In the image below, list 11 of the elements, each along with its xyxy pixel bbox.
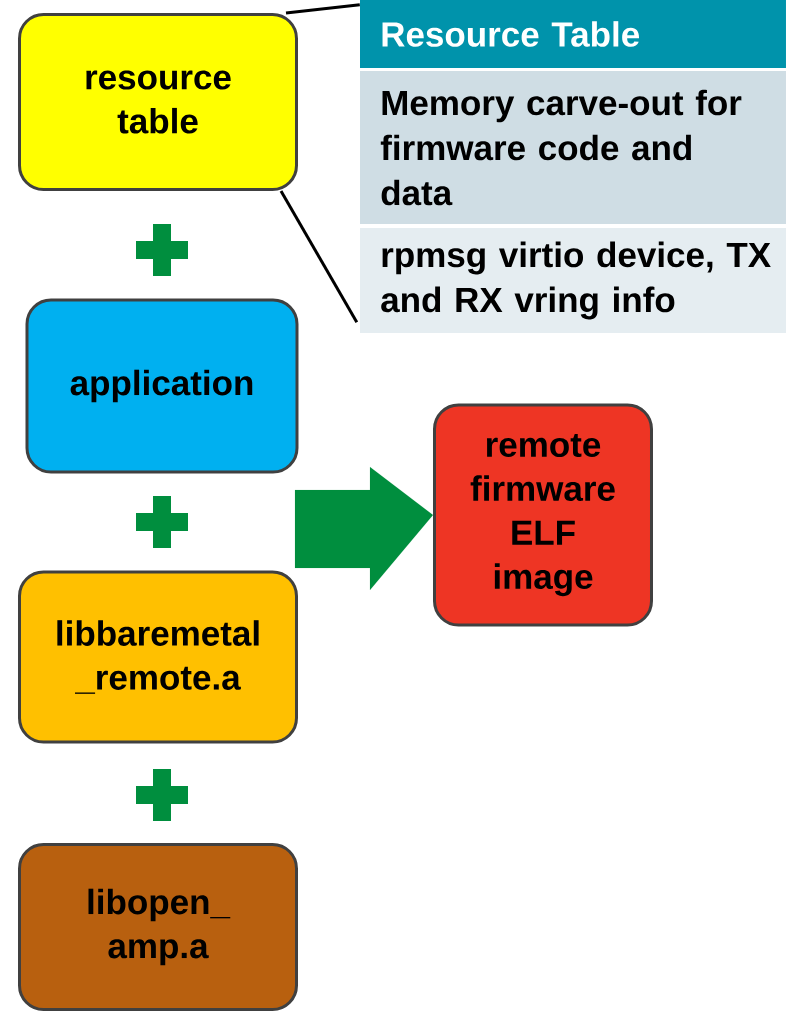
leader-line <box>285 3 360 15</box>
process-box: remote firmware ELF image <box>433 403 653 627</box>
node-label: Resource Table <box>382 21 640 47</box>
process-box: libopen_ amp.a <box>18 843 298 1011</box>
process-box: resource table <box>18 13 298 191</box>
block-arrow <box>294 466 434 591</box>
node-label: rpmsg virtio device, TX and RX vring info <box>381 241 771 320</box>
process-box: libbaremetal _remote.a <box>18 570 298 744</box>
leader-line <box>279 190 359 323</box>
process-box: application <box>25 298 299 474</box>
resource-table: Resource Table Memory carve-out for firmware code and data rpmsg virtio device, TX and RX vring info <box>360 0 786 333</box>
